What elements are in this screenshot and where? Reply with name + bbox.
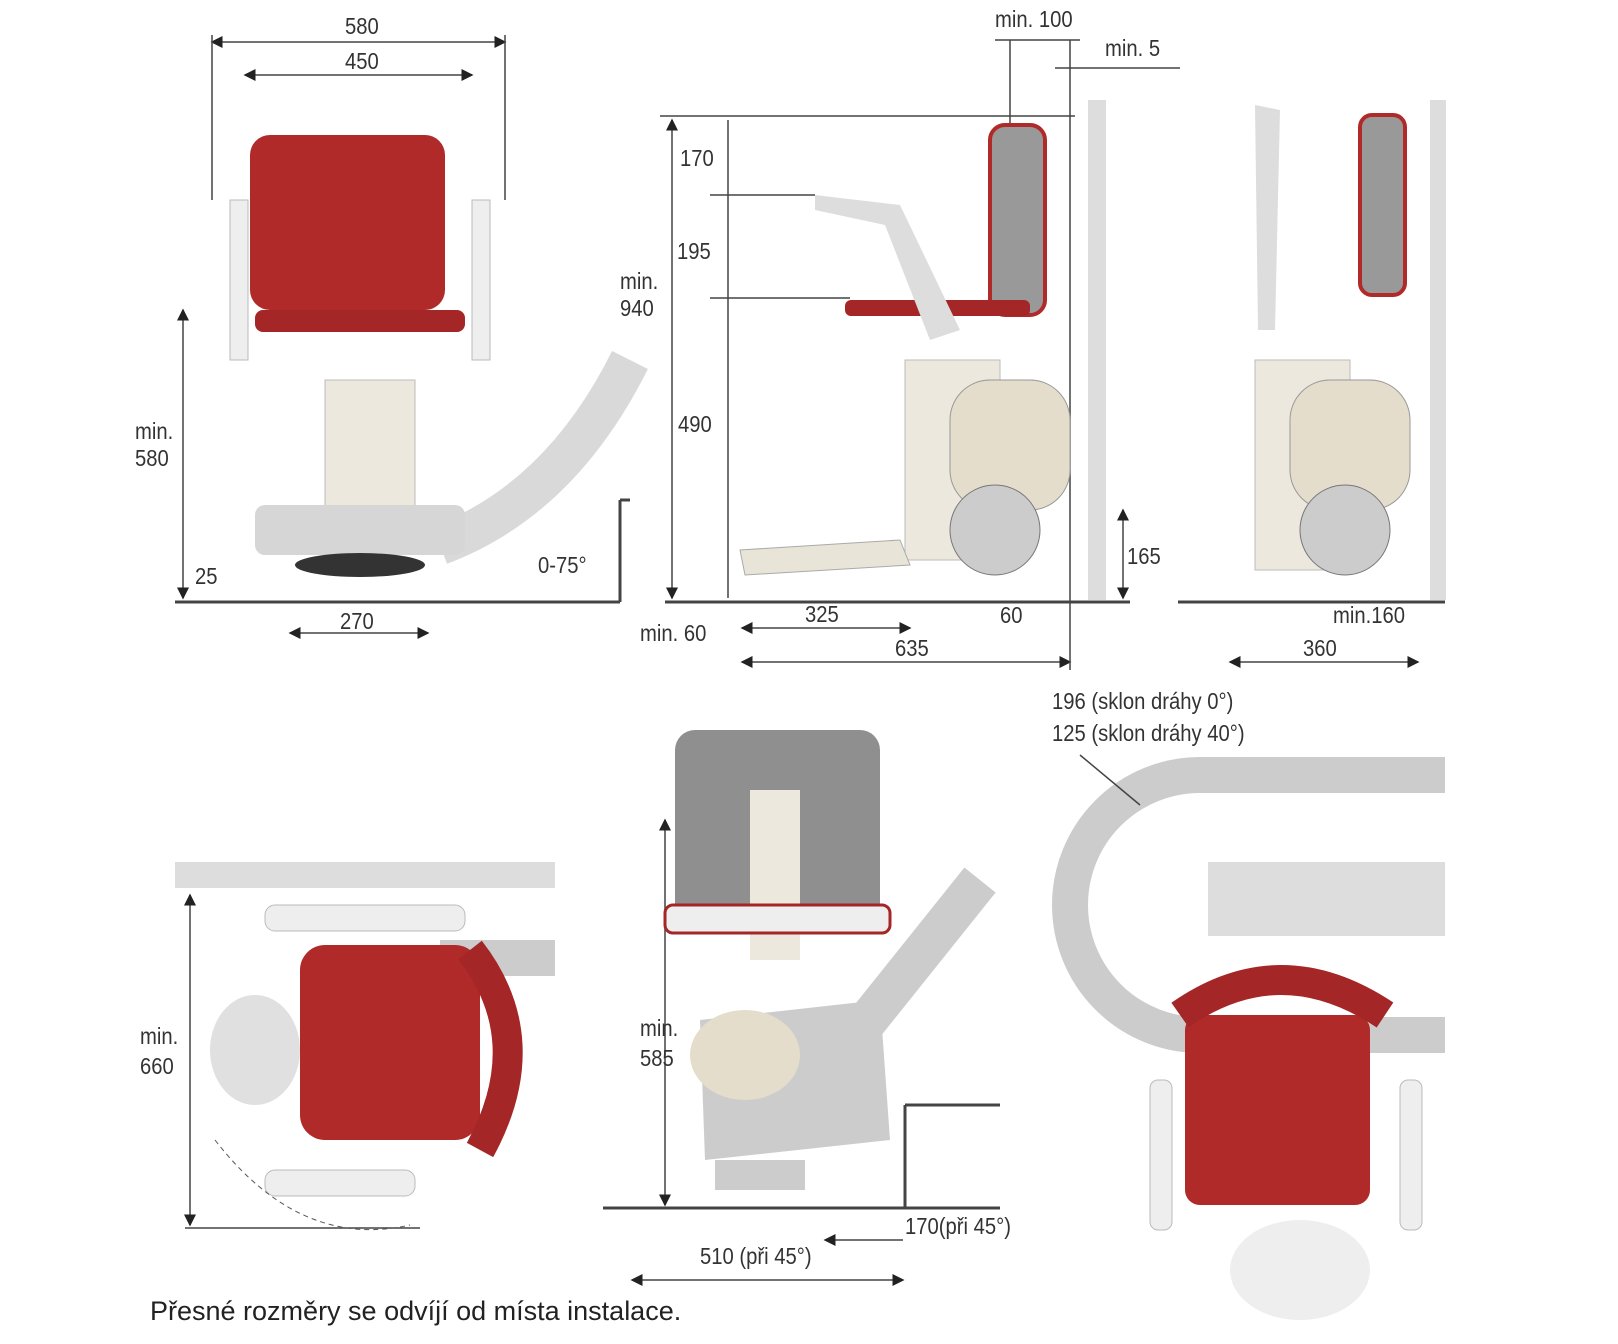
dim-top-660: 660 — [140, 1053, 174, 1079]
chair-folded — [1254, 105, 1411, 576]
dim-min100: min. 100 — [995, 6, 1073, 32]
chair-top — [210, 904, 523, 1231]
dim-front-height: 580 — [135, 445, 169, 471]
dim-front-inner-width: 450 — [345, 48, 379, 74]
dim-radius-0: 196 (sklon dráhy 0°) — [1052, 688, 1234, 714]
dim-foot-gap: 25 — [195, 563, 218, 589]
dim-min5: min. 5 — [1105, 35, 1161, 61]
chair-front — [229, 135, 491, 577]
dim-total-min: min. — [620, 268, 659, 294]
dim-195: 195 — [677, 238, 711, 264]
dim-rear-585: 585 — [640, 1045, 674, 1071]
dim-rail-angle: 0-75° — [538, 552, 587, 578]
dim-165: 165 — [1127, 543, 1161, 569]
dim-170-45: 170(při 45°) — [905, 1213, 1011, 1239]
dim-base-width: 270 — [340, 608, 374, 634]
dim-front-height-min: min. — [135, 418, 174, 444]
chair-side — [739, 123, 1071, 576]
dim-635: 635 — [895, 635, 929, 661]
dim-rear-min: min. — [640, 1015, 679, 1041]
dim-360: 360 — [1303, 635, 1337, 661]
chair-curve — [1149, 965, 1423, 1320]
dim-top-min: min. — [140, 1023, 179, 1049]
dim-60: 60 — [1000, 602, 1023, 628]
dim-325: 325 — [805, 601, 839, 627]
dim-front-outer-width: 580 — [345, 13, 379, 39]
footnote: Přesné rozměry se odvíjí od místa instal… — [150, 1296, 682, 1326]
rail-front — [432, 351, 648, 564]
chair-rear — [663, 730, 892, 1190]
dim-170: 170 — [680, 145, 714, 171]
dim-min60: min. 60 — [640, 620, 707, 646]
dim-radius-40: 125 (sklon dráhy 40°) — [1052, 720, 1245, 746]
dim-510-45: 510 (při 45°) — [700, 1243, 812, 1269]
dim-min160: min.160 — [1333, 602, 1406, 628]
dim-total-940: 940 — [620, 295, 654, 321]
dim-490: 490 — [678, 411, 712, 437]
